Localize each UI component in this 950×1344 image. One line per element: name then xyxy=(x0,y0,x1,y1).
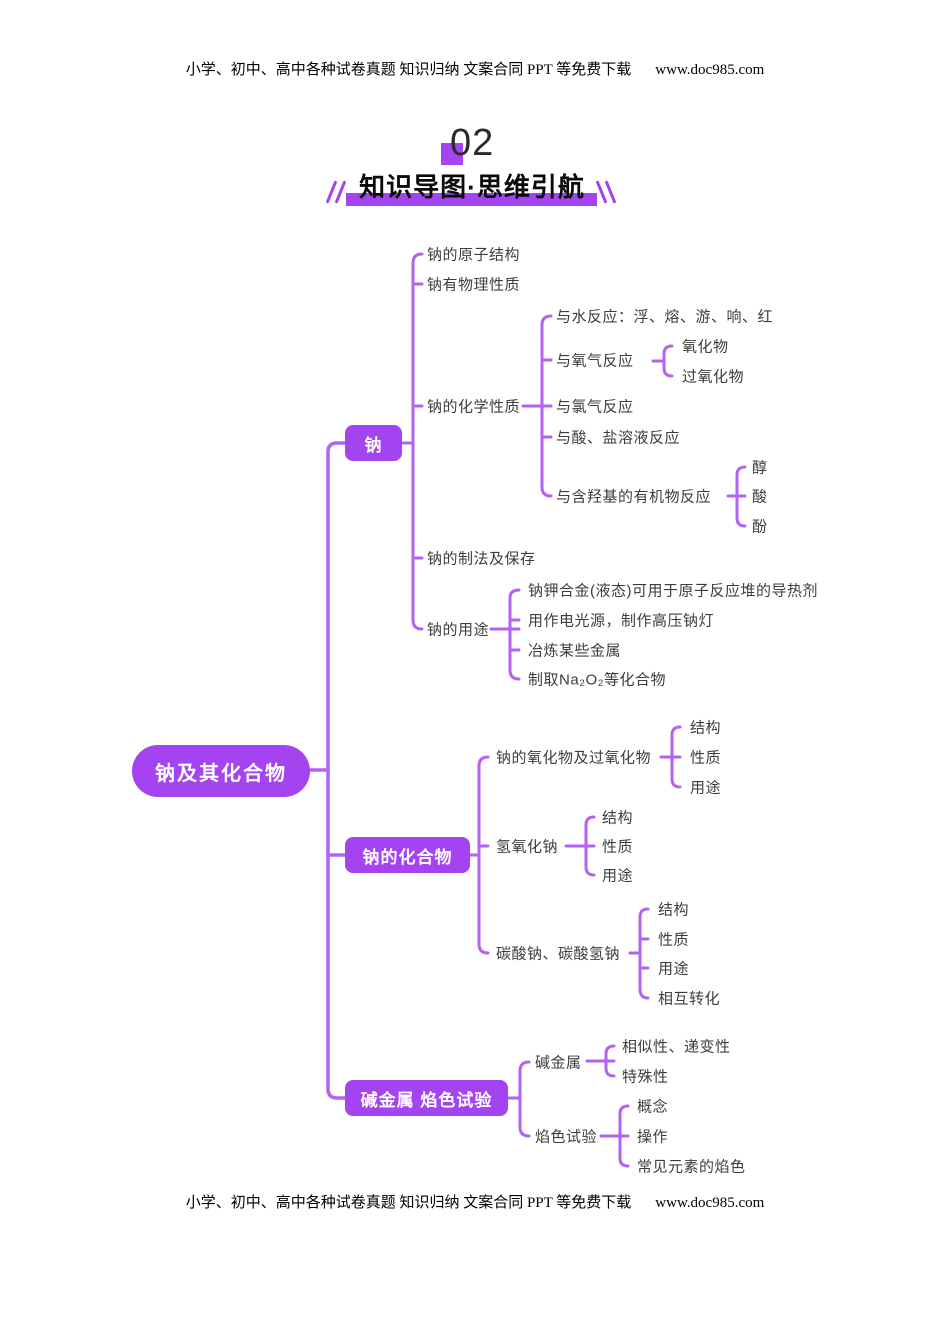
label-operation: 操作 xyxy=(637,1128,669,1146)
label-properties: 性质 xyxy=(658,931,690,949)
label-uses: 用途 xyxy=(690,779,722,797)
page-footer: 小学、初中、高中各种试卷真题 知识归纳 文案合同 PPT 等免费下载 www.do… xyxy=(0,1191,950,1212)
label-reaction-with-hydroxyl-organics: 与含羟基的有机物反应 xyxy=(556,488,712,506)
label-structure: 结构 xyxy=(690,719,722,737)
label-specialty: 特殊性 xyxy=(622,1068,669,1086)
label-use-electric-light-source: 用作电光源，制作高压钠灯 xyxy=(528,612,715,630)
label-mutual-conversion: 相互转化 xyxy=(658,990,721,1008)
label-sodium-hydroxide: 氢氧化钠 xyxy=(496,838,559,856)
label-oxide: 氧化物 xyxy=(682,338,729,356)
header-text: 小学、初中、高中各种试卷真题 知识归纳 文案合同 PPT 等免费下载 xyxy=(185,62,632,78)
page-header: 小学、初中、高中各种试卷真题 知识归纳 文案合同 PPT 等免费下载 www.do… xyxy=(0,58,950,79)
label-sodium-preparation-storage: 钠的制法及保存 xyxy=(427,550,536,568)
branch-node-alkali-metals-flame-test: 碱金属 焰色试验 xyxy=(345,1080,508,1116)
branch-sodium-lines xyxy=(400,252,747,681)
label-flame-test: 焰色试验 xyxy=(535,1128,598,1146)
label-use-making-na2o2: 制取Na₂O₂等化合物 xyxy=(528,671,666,689)
label-sodium-chemical-properties: 钠的化学性质 xyxy=(427,398,521,416)
label-alkali-metals: 碱金属 xyxy=(535,1054,582,1072)
label-peroxide: 过氧化物 xyxy=(682,368,745,386)
label-sodium-oxides-peroxides: 钠的氧化物及过氧化物 xyxy=(496,749,652,767)
banner-underline-bar xyxy=(346,193,597,206)
label-reaction-with-water: 与水反应：浮、熔、游、响、红 xyxy=(556,308,774,326)
section-banner-title: 知识导图·思维引航 xyxy=(359,172,585,202)
label-properties: 性质 xyxy=(602,838,634,856)
label-reaction-with-chlorine: 与氯气反应 xyxy=(556,398,634,416)
label-sodium-physical-properties: 钠有物理性质 xyxy=(427,276,521,294)
label-use-na-k-alloy: 钠钾合金(液态)可用于原子反应堆的导热剂 xyxy=(528,582,818,600)
branch-alkali-flame-lines xyxy=(506,1044,630,1168)
header-url-link[interactable]: www.doc985.com xyxy=(655,62,765,78)
footer-text: 小学、初中、高中各种试卷真题 知识归纳 文案合同 PPT 等免费下载 xyxy=(185,1195,632,1211)
branch-node-sodium: 钠 xyxy=(345,425,402,461)
branch-node-sodium-compounds: 钠的化合物 xyxy=(345,837,470,873)
label-acid: 酸 xyxy=(752,488,768,506)
label-structure: 结构 xyxy=(602,809,634,827)
label-reaction-with-acid-salt-solution: 与酸、盐溶液反应 xyxy=(556,429,681,447)
label-properties: 性质 xyxy=(690,749,722,767)
label-sodium-uses: 钠的用途 xyxy=(427,621,490,639)
root-node-sodium-and-compounds: 钠及其化合物 xyxy=(132,745,310,797)
label-use-smelting-metals: 冶炼某些金属 xyxy=(528,642,622,660)
label-alcohol: 醇 xyxy=(752,459,768,477)
label-similarity-gradation: 相似性、递变性 xyxy=(622,1038,731,1056)
section-number: 02 xyxy=(450,122,495,164)
footer-url-link[interactable]: www.doc985.com xyxy=(655,1195,765,1211)
label-common-element-flame-colors: 常见元素的焰色 xyxy=(637,1158,746,1176)
trunk-lines xyxy=(308,441,347,1100)
label-uses: 用途 xyxy=(602,867,634,885)
branch-sodium-compounds-lines xyxy=(468,725,682,1000)
label-uses: 用途 xyxy=(658,960,690,978)
label-reaction-with-oxygen: 与氧气反应 xyxy=(556,352,634,370)
label-concept: 概念 xyxy=(637,1098,669,1116)
label-phenol: 酚 xyxy=(752,518,768,536)
section-number-square xyxy=(441,143,463,165)
label-sodium-atomic-structure: 钠的原子结构 xyxy=(427,246,521,264)
label-structure: 结构 xyxy=(658,901,690,919)
label-sodium-carbonate-bicarbonate: 碳酸钠、碳酸氢钠 xyxy=(496,945,621,963)
